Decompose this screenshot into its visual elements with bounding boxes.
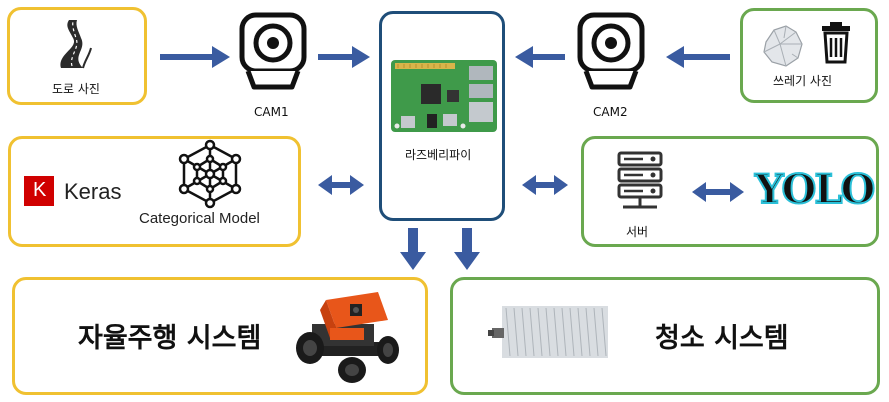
arrow-pi-to-driving	[400, 228, 426, 270]
arrow-server-yolo-bidirectional	[692, 182, 744, 202]
yolo-logo: YOLO	[754, 165, 876, 214]
arrow-trash-to-cam2	[666, 46, 730, 68]
crumpled-paper-icon	[763, 25, 803, 67]
raspberry-pi-board-icon	[391, 60, 497, 132]
arrow-cam1-to-pi	[318, 46, 370, 68]
molecule-network-icon	[178, 139, 242, 209]
brush-roller-icon	[488, 306, 608, 358]
robot-car-icon	[296, 292, 399, 383]
server-label: 서버	[626, 225, 649, 239]
keras-logo-letter: K	[33, 179, 47, 201]
trash-photo-box	[740, 8, 878, 103]
server-rack-icon	[617, 151, 663, 209]
trash-photo-label: 쓰레기 사진	[773, 74, 833, 88]
autonomous-driving-label: 자율주행 시스템	[78, 323, 262, 354]
webcam-icon	[577, 12, 645, 90]
cleaning-system-label: 청소 시스템	[655, 323, 789, 354]
trash-can-icon	[822, 22, 850, 64]
road-icon	[60, 20, 92, 69]
arrow-pi-to-cleaning	[454, 228, 480, 270]
cam2-label: CAM2	[593, 105, 628, 119]
arrow-road-to-cam1	[160, 46, 230, 68]
raspberry-pi-label: 라즈베리파이	[405, 148, 472, 162]
webcam-icon	[239, 12, 307, 90]
keras-name: Keras	[64, 179, 122, 204]
road-photo-box	[7, 7, 147, 105]
arrow-cam2-to-pi	[515, 46, 565, 68]
arrows	[160, 46, 744, 270]
road-photo-label: 도로 사진	[52, 82, 100, 96]
arrow-pi-server-bidirectional	[522, 175, 568, 195]
cam1-label: CAM1	[254, 105, 289, 119]
categorical-model-label: Categorical Model	[139, 210, 260, 227]
keras-box	[8, 136, 301, 247]
keras-logo-icon	[24, 176, 54, 206]
arrow-keras-pi-bidirectional	[318, 175, 364, 195]
